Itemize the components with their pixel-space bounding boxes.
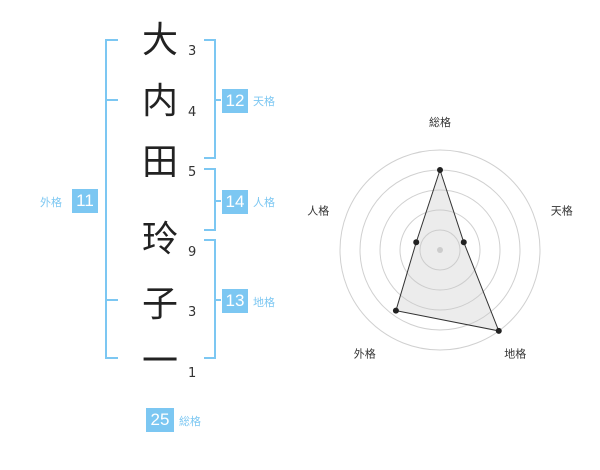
radar-point-3 (495, 327, 502, 334)
gaikaku-value: 11 (72, 189, 98, 213)
gaikaku-bracket (105, 39, 118, 359)
name-char-1: 大 (141, 20, 178, 61)
stroke-count-3: 5 (188, 165, 197, 180)
chikaku-label: 地格 (253, 296, 275, 309)
jinkaku-value: 14 (222, 190, 248, 214)
radar-center-dot (437, 247, 443, 253)
radar-point-5 (413, 239, 420, 246)
radar-ring-2 (399, 209, 481, 291)
radar-ring-1 (419, 229, 461, 271)
jinkaku-bracket (204, 168, 216, 231)
soukaku-value: 25 (146, 408, 174, 432)
name-char-4: 玲 (141, 219, 178, 260)
radar-axis-label-4: 外格 (354, 347, 376, 361)
stroke-count-5: 3 (188, 305, 197, 320)
radar-ring-3 (379, 189, 501, 311)
jinkaku-label: 人格 (253, 196, 275, 209)
stroke-count-6: 1 (188, 366, 197, 381)
gaikaku-label: 外格 (40, 196, 62, 209)
radar-axis-label-3: 地格 (504, 347, 526, 361)
name-char-6: 一 (141, 341, 178, 382)
radar-axis-label-1: 総格 (429, 115, 451, 129)
stroke-count-4: 9 (188, 245, 197, 260)
soukaku-label: 総格 (179, 415, 201, 428)
radar-point-4 (392, 307, 399, 314)
stroke-count-2: 4 (188, 105, 197, 120)
radar-ring-5 (339, 149, 541, 351)
name-char-2: 内 (141, 81, 178, 122)
stroke-count-1: 3 (188, 44, 197, 59)
chikaku-value: 13 (222, 289, 248, 313)
name-char-5: 子 (141, 284, 178, 325)
tenkaku-value: 12 (222, 89, 248, 113)
name-char-3: 田 (141, 142, 178, 183)
radar-point-1 (437, 167, 443, 173)
tenkaku-label: 天格 (253, 95, 275, 108)
radar-axis-label-5: 人格 (307, 203, 329, 217)
radar-axis-label-2: 天格 (551, 203, 573, 217)
radar-polygon (395, 168, 500, 332)
radar-point-2 (460, 239, 467, 246)
